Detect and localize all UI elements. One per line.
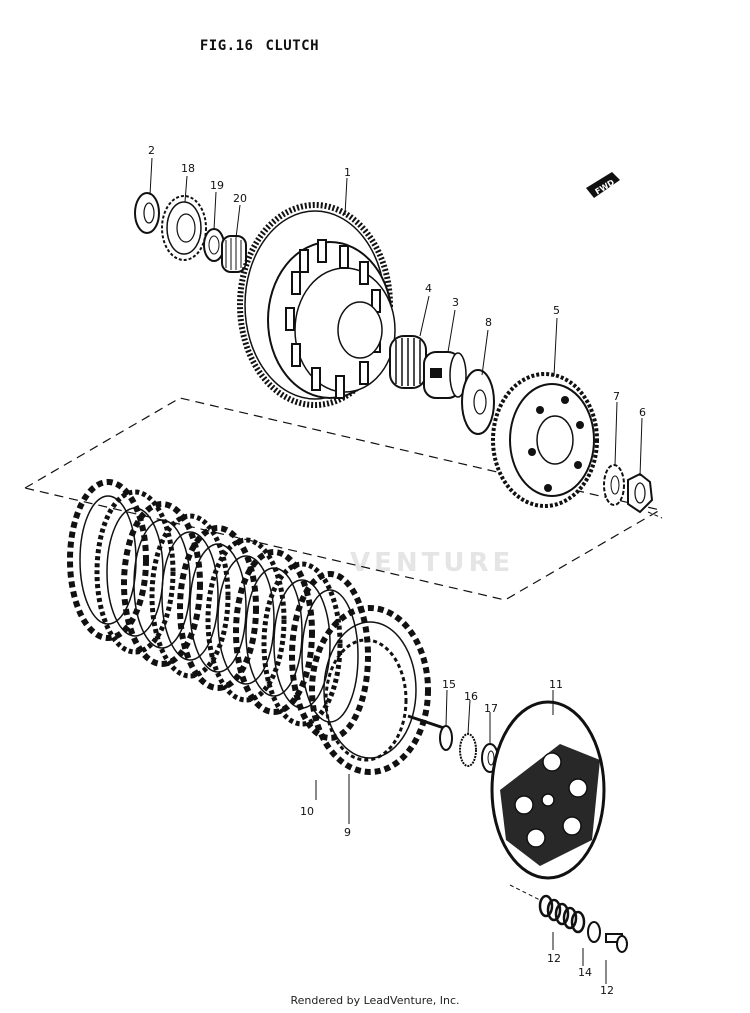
callout-14: 14	[578, 966, 592, 979]
figure-name: CLUTCH	[265, 38, 320, 54]
part-12-clutch-spring	[538, 894, 586, 934]
part-13-bolt	[605, 933, 628, 953]
callout-4: 4	[425, 282, 432, 295]
callout-6: 6	[639, 406, 646, 419]
part-14-washer	[587, 921, 601, 943]
callout-10: 10	[300, 805, 314, 818]
callout-8: 8	[485, 316, 492, 329]
figure-title: FIG.16 CLUTCH	[182, 22, 319, 54]
callout-7: 7	[613, 390, 620, 403]
leadventure-watermark: VENTURE	[350, 548, 515, 578]
callout-18: 18	[181, 162, 195, 175]
part-4-needle-bearing	[389, 335, 427, 389]
part-6-clutch-sleeve-hub-nut	[627, 472, 654, 514]
part-18-oil-pump-gear	[161, 195, 207, 261]
callout-leaders	[149, 157, 643, 984]
callout-5: 5	[553, 304, 560, 317]
callout-20: 20	[233, 192, 247, 205]
callout-1: 1	[344, 166, 351, 179]
callout-9: 9	[344, 826, 351, 839]
part-3-sleeve-hub	[423, 351, 467, 399]
part-5-clutch-sleeve-hub	[491, 372, 599, 508]
callout-17: 17	[484, 702, 498, 715]
part-7-lock-washer	[603, 464, 625, 506]
render-credit-footer: Rendered by LeadVenture, Inc.	[290, 994, 460, 1007]
part-20-needle-bearing	[221, 235, 247, 273]
callout-19: 19	[210, 179, 224, 192]
callout-2: 2	[148, 144, 155, 157]
fwd-arrow-badge: FWD	[586, 172, 620, 198]
part-15-push-piece	[407, 714, 453, 751]
callout-16: 16	[464, 690, 478, 703]
callout-12-bolt: 12	[600, 984, 614, 997]
callout-11: 11	[549, 678, 563, 691]
part-2-thrust-washer	[134, 192, 160, 234]
callout-12-spring: 12	[547, 952, 561, 965]
callout-3: 3	[452, 296, 459, 309]
clutch-plate-stack	[67, 479, 431, 775]
callout-15: 15	[442, 678, 456, 691]
part-16-thrust-bearing	[459, 733, 477, 767]
part-8-thrust-washer	[461, 369, 495, 435]
figure-number: FIG.16	[199, 38, 254, 54]
part-1-primary-driven-gear-housing	[237, 202, 396, 408]
part-11-clutch-pressure-plate	[490, 700, 606, 880]
